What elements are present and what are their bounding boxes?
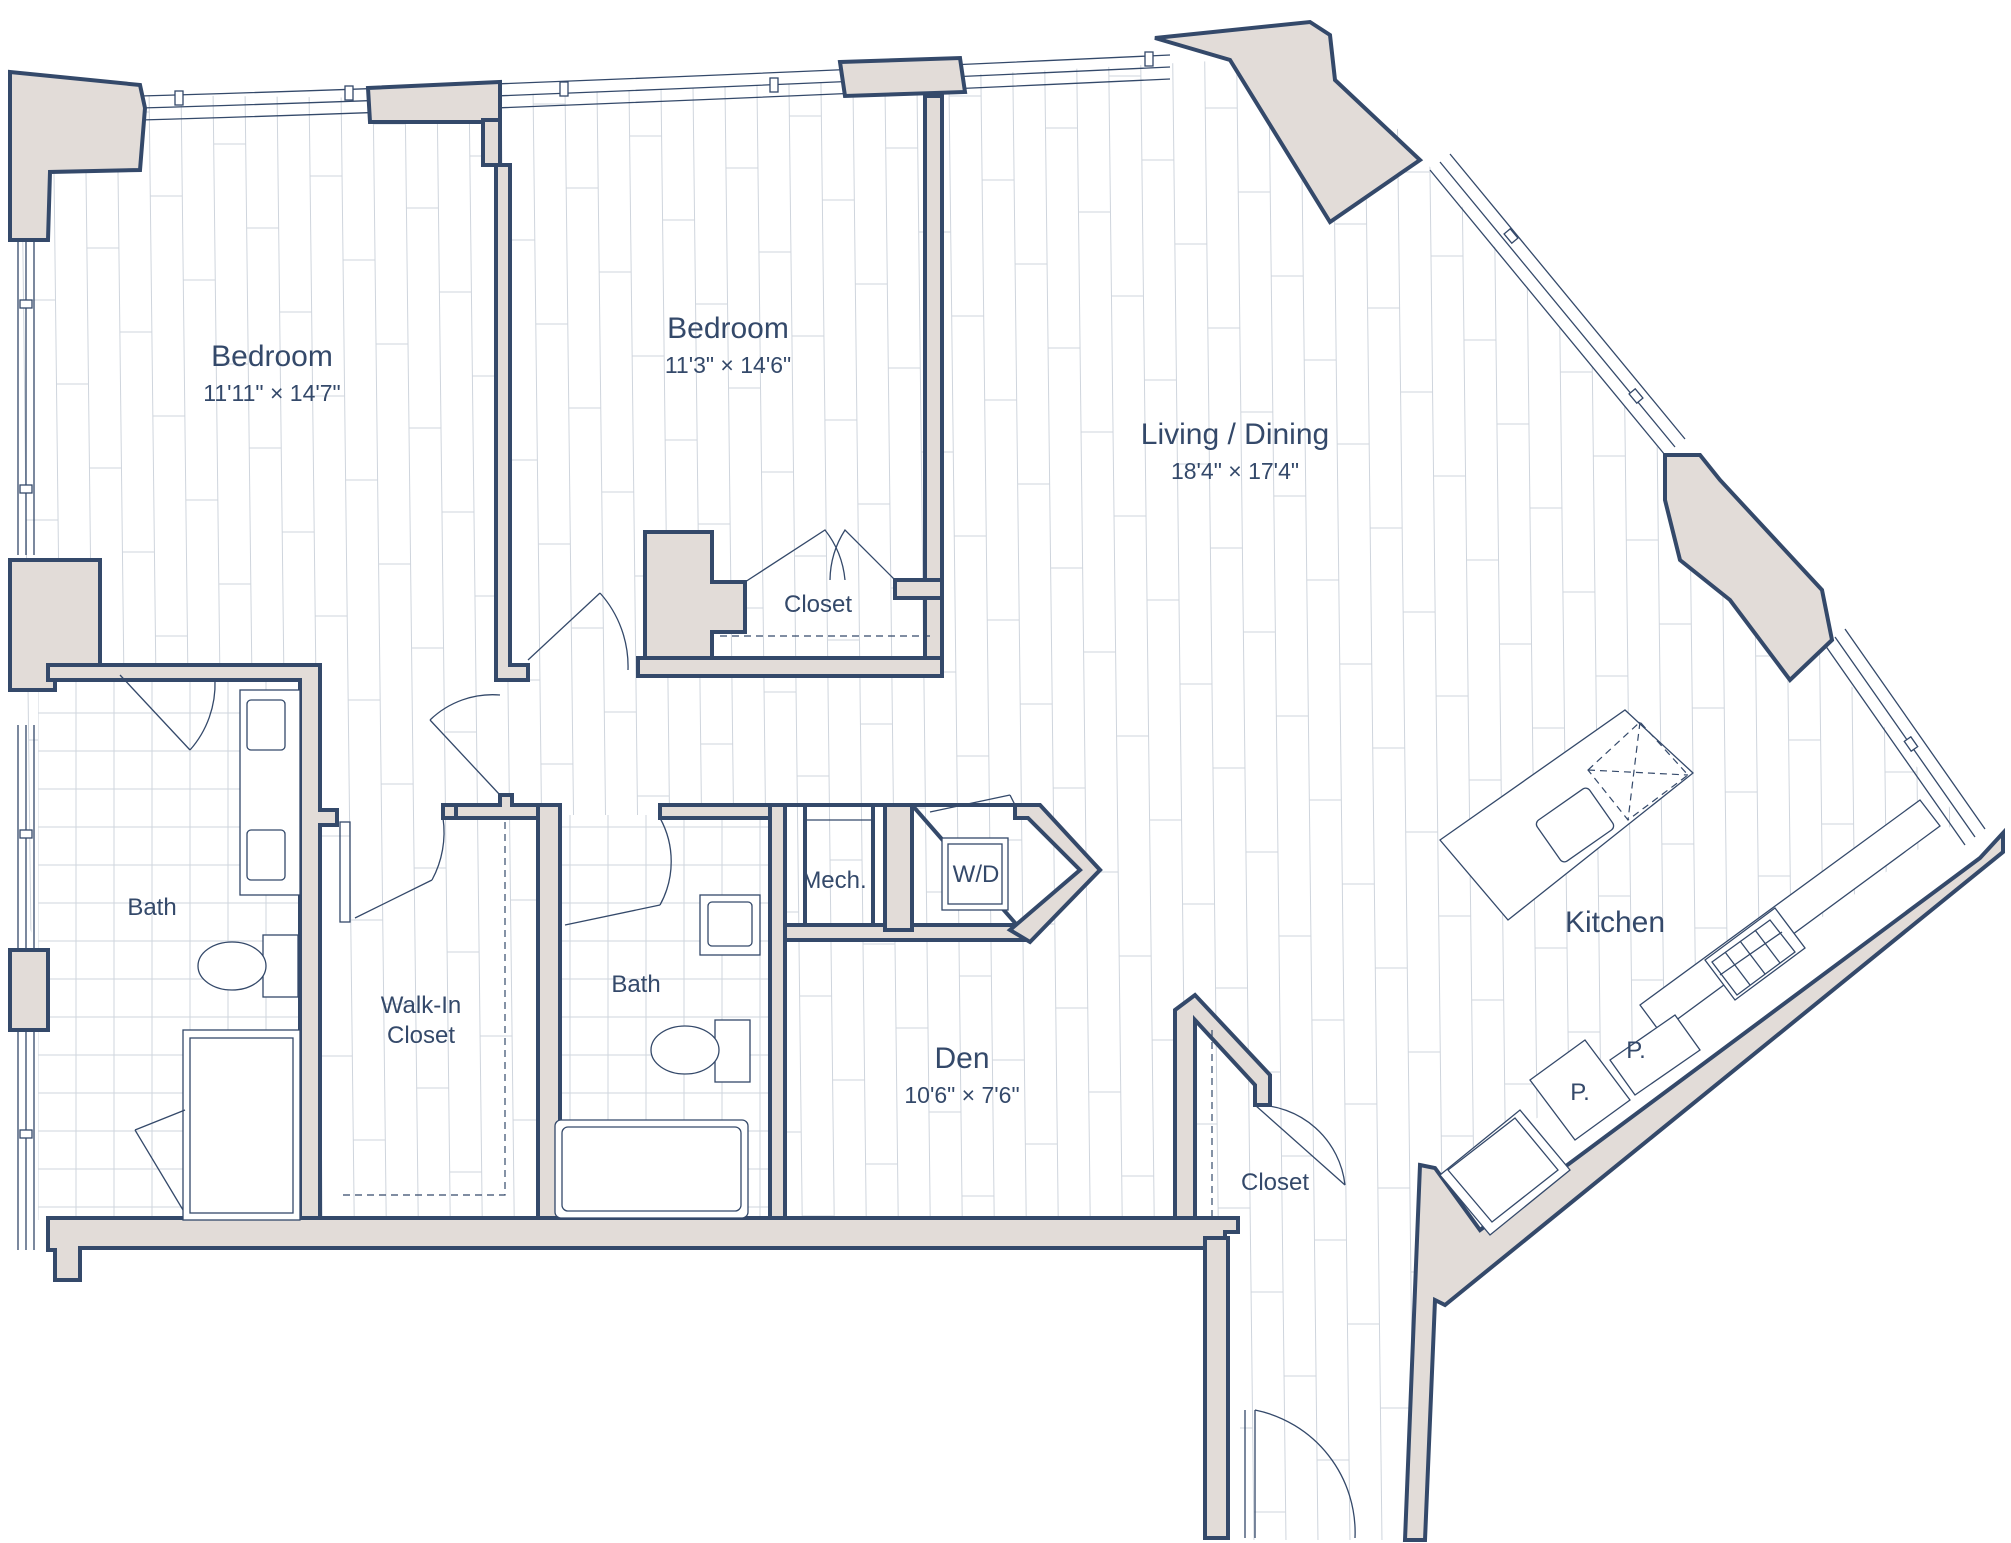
living-dining-label: Living / Dining [1141, 418, 1329, 451]
bath-1-fixtures [119, 674, 301, 1221]
den-dimensions: 10'6" × 7'6" [904, 1082, 1019, 1108]
bedroom-1-dimensions: 11'11" × 14'7" [203, 380, 340, 406]
bedroom-2-label: Bedroom [667, 312, 789, 345]
living-dining-dimensions: 18'4" × 17'4" [1171, 458, 1299, 484]
pantry-2-label: P. [1626, 1037, 1646, 1064]
bath-2-fixtures [554, 817, 761, 1219]
washer-dryer-label: W/D [953, 861, 1000, 888]
bedroom-closet-label: Closet [784, 591, 852, 618]
entry-closet-label: Closet [1241, 1169, 1309, 1196]
kitchen-label: Kitchen [1565, 906, 1665, 939]
room-labels: Bedroom 11'11" × 14'7" Bedroom 11'3" × 1… [127, 312, 1665, 1196]
walk-in-closet-label-line2: Closet [387, 1022, 455, 1049]
columns [8, 19, 1835, 1032]
bedroom-2-closet-doors [720, 528, 930, 637]
bedroom-2-dimensions: 11'3" × 14'6" [665, 352, 791, 378]
windows-top [139, 51, 1171, 121]
mechanical-label: Mech. [801, 867, 866, 894]
entry-doors [1211, 1030, 1356, 1539]
windows-right [1429, 153, 1986, 846]
bedroom-2-door [429, 592, 629, 796]
den-label: Den [934, 1042, 989, 1075]
windows-left [17, 240, 35, 1250]
bath-2-label: Bath [611, 971, 660, 998]
bath-1-label: Bath [127, 894, 176, 921]
cooktop-grid [1711, 919, 1796, 996]
interior-walls [46, 94, 2005, 1542]
bedroom-1-label: Bedroom [211, 340, 333, 373]
walk-in-closet-details [339, 817, 506, 1196]
kitchen-fixtures [1439, 709, 1941, 1236]
pantry-1-label: P. [1570, 1079, 1590, 1106]
mech-wd-fixtures [805, 794, 1016, 911]
walk-in-closet-label-line1: Walk-In [381, 992, 461, 1019]
